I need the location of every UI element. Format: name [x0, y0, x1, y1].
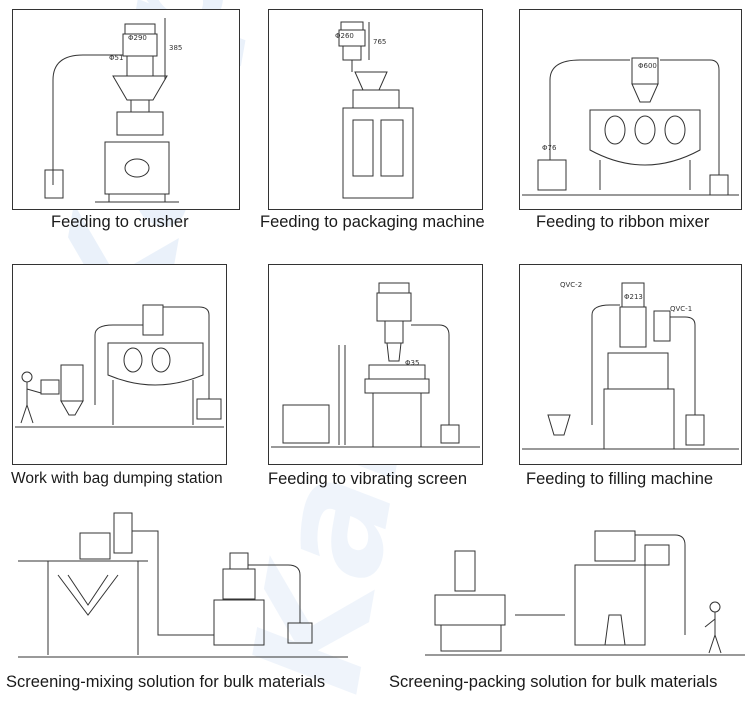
filling-qvc1-label: QVC-1: [670, 305, 692, 313]
caption-vibrating-screen: Feeding to vibrating screen: [268, 470, 468, 488]
packaging-dia-label: Φ260: [335, 32, 354, 40]
filling-machine-diagram: QVC-2 Φ213 QVC-1: [522, 281, 739, 450]
screening-packing-diagram: [425, 530, 745, 656]
filling-qvc2-label: QVC-2: [560, 281, 582, 289]
panel-crusher: Φ290 385 Φ51: [12, 9, 240, 210]
panel-screening-mixing: [18, 505, 348, 665]
panel-screening-packing: [425, 515, 745, 665]
packaging-height-label: 765: [373, 38, 386, 46]
crusher-height-label: 385: [169, 44, 182, 52]
ribbon-mixer-diagram: Φ600 Φ76: [522, 57, 739, 196]
caption-crusher: Feeding to crusher: [51, 213, 189, 231]
caption-ribbon-mixer: Feeding to ribbon mixer: [536, 213, 710, 231]
mixer-inlet-label: Φ76: [542, 144, 557, 152]
caption-filling-machine: Feeding to filling machine: [526, 470, 714, 488]
caption-screening-packing: Screening-packing solution for bulk mate…: [389, 673, 718, 691]
screening-mixing-diagram: [18, 512, 348, 658]
caption-packaging: Feeding to packaging machine: [260, 213, 485, 231]
caption-bag-dumping: Work with bag dumping station: [11, 470, 223, 487]
caption-screening-mixing: Screening-mixing solution for bulk mater…: [6, 673, 326, 691]
panel-vibrating-screen: Φ35: [268, 264, 483, 465]
packaging-diagram: Φ260 765: [335, 21, 414, 199]
screen-dia-label: Φ35: [405, 359, 419, 367]
crusher-diagram: Φ290 385 Φ51: [44, 18, 182, 203]
mixer-dia-label: Φ600: [638, 62, 657, 70]
panel-filling-machine: QVC-2 Φ213 QVC-1: [519, 264, 742, 465]
crusher-inlet-label: Φ51: [109, 54, 123, 62]
bag-dumping-diagram: [15, 304, 224, 428]
filling-dia-label: Φ213: [624, 293, 643, 301]
panel-ribbon-mixer: Φ600 Φ76: [519, 9, 742, 210]
panel-bag-dumping: [12, 264, 227, 465]
panel-packaging: Φ260 765: [268, 9, 483, 210]
crusher-dia-label: Φ290: [128, 34, 147, 42]
vibrating-screen-diagram: Φ35: [271, 282, 480, 448]
